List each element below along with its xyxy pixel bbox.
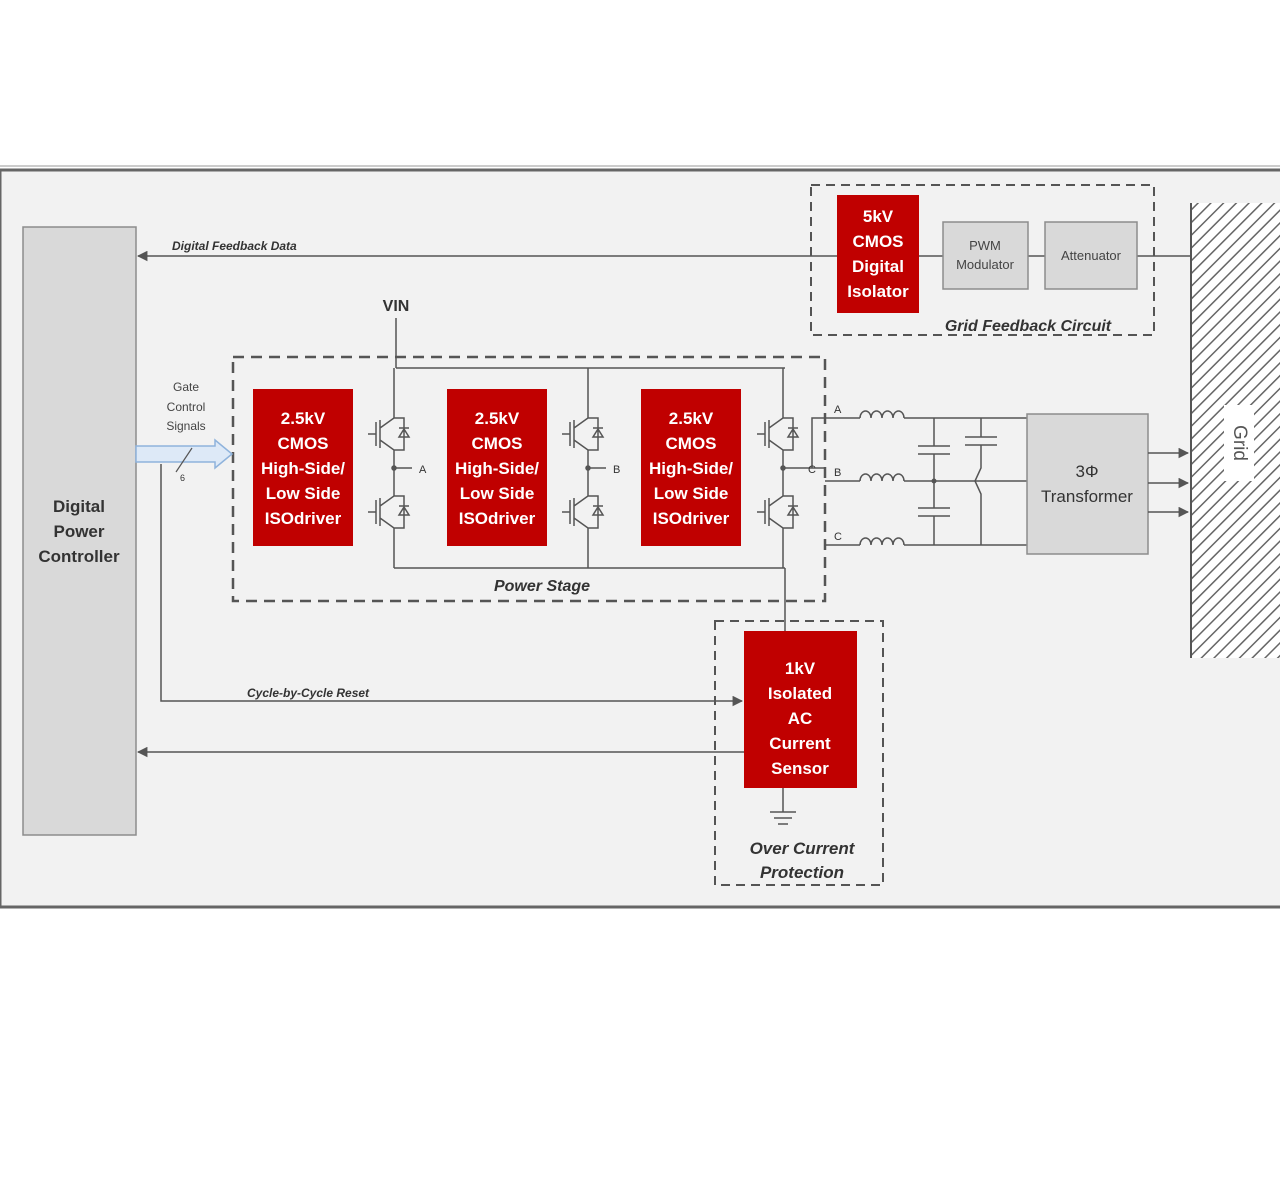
isodriver-b: 2.5kV CMOS High-Side/ Low Side ISOdriver bbox=[447, 389, 547, 546]
bus-slash bbox=[175, 447, 193, 473]
transformer-to-grid-lines bbox=[1148, 447, 1190, 518]
sensor-line-4: Current bbox=[769, 734, 831, 753]
ocp-label-2: Protection bbox=[760, 863, 844, 882]
transformer-line-2: Transformer bbox=[1041, 487, 1133, 506]
inductor-b-icon bbox=[859, 473, 905, 482]
driver-b-line-3: High-Side/ bbox=[455, 459, 539, 478]
controller-label-1: Digital bbox=[53, 497, 105, 516]
driver-b-line-4: Low Side bbox=[460, 484, 535, 503]
digital-power-controller: Digital Power Controller bbox=[22, 226, 137, 836]
grid-label: Grid bbox=[1229, 425, 1250, 461]
driver-a-line-1: 2.5kV bbox=[281, 409, 326, 428]
leg-b-node bbox=[585, 465, 591, 471]
phase-b-node-label: B bbox=[613, 464, 620, 476]
filter-phase-c-label: C bbox=[834, 531, 842, 543]
driver-a-line-2: CMOS bbox=[278, 434, 329, 453]
sensor-line-1: 1kV bbox=[785, 659, 816, 678]
driver-b-line-5: ISOdriver bbox=[459, 509, 536, 528]
cycle-reset-label: Cycle-by-Cycle Reset bbox=[247, 686, 370, 700]
gate-control-bus-arrow bbox=[135, 438, 234, 470]
bus-width-label: 6 bbox=[180, 473, 185, 483]
three-phase-transformer: 3Φ Transformer bbox=[1026, 413, 1149, 555]
vin-label: VIN bbox=[383, 298, 410, 315]
current-sensor-block bbox=[744, 631, 857, 788]
ocp-label-1: Over Current bbox=[750, 839, 856, 858]
controller-label-3: Controller bbox=[38, 547, 120, 566]
digital-isolator-block bbox=[837, 195, 919, 313]
gate-control-label-1: Gate bbox=[173, 380, 199, 394]
igbt-half-bridges bbox=[368, 368, 825, 568]
grid: Grid bbox=[1190, 203, 1280, 658]
gate-control-label-3: Signals bbox=[166, 419, 205, 433]
controller-label-2: Power bbox=[53, 522, 104, 541]
isolator-line-3: Digital bbox=[852, 257, 904, 276]
phase-a-bus-wire bbox=[811, 417, 825, 468]
isodriver-c: 2.5kV CMOS High-Side/ Low Side ISOdriver bbox=[641, 389, 741, 546]
driver-c-line-2: CMOS bbox=[666, 434, 717, 453]
power-stage-frame bbox=[231, 355, 827, 603]
driver-c-line-5: ISOdriver bbox=[653, 509, 730, 528]
driver-c-line-4: Low Side bbox=[654, 484, 729, 503]
phase-a-node-label: A bbox=[419, 464, 427, 476]
grid-feedback-label: Grid Feedback Circuit bbox=[945, 318, 1112, 335]
driver-c-line-1: 2.5kV bbox=[669, 409, 714, 428]
attenuator-block bbox=[1044, 221, 1138, 290]
pwm-modulator-block bbox=[942, 221, 1029, 290]
capacitor-bank-2-icon bbox=[965, 418, 997, 545]
driver-a-line-3: High-Side/ bbox=[261, 459, 345, 478]
driver-b-line-2: CMOS bbox=[472, 434, 523, 453]
inductor-a-icon bbox=[859, 410, 905, 419]
igbt-a-high-icon bbox=[368, 410, 411, 458]
driver-b-line-1: 2.5kV bbox=[475, 409, 520, 428]
driver-a-line-5: ISOdriver bbox=[265, 509, 342, 528]
power-stage-label: Power Stage bbox=[494, 578, 590, 595]
attenuator-label: Attenuator bbox=[1061, 248, 1122, 263]
igbt-b-low-icon bbox=[562, 488, 605, 536]
leg-a-node bbox=[391, 465, 397, 471]
igbt-c-high-icon bbox=[757, 410, 800, 458]
driver-c-line-3: High-Side/ bbox=[649, 459, 733, 478]
sensor-line-2: Isolated bbox=[768, 684, 832, 703]
phase-c-node-label: C bbox=[808, 464, 816, 476]
cycle-reset-line bbox=[160, 464, 744, 707]
ground-icon bbox=[770, 788, 796, 825]
filter-node bbox=[931, 478, 937, 484]
sensor-line-3: AC bbox=[788, 709, 813, 728]
igbt-a-low-icon bbox=[368, 488, 411, 536]
grid-feedback-circuit: 5kV CMOS Digital Isolator PWM Modulator … bbox=[810, 184, 1155, 336]
pwm-line-1: PWM bbox=[969, 238, 1001, 253]
digital-feedback-label: Digital Feedback Data bbox=[172, 239, 297, 253]
isolator-line-4: Isolator bbox=[847, 282, 909, 301]
leg-c-node bbox=[780, 465, 786, 471]
sensor-line-5: Sensor bbox=[771, 759, 829, 778]
transformer-line-1: 3Φ bbox=[1075, 462, 1098, 481]
igbt-b-high-icon bbox=[562, 410, 605, 458]
igbt-c-low-icon bbox=[757, 488, 800, 536]
filter-phase-b-label: B bbox=[834, 467, 841, 479]
output-filter bbox=[825, 410, 1027, 546]
filter-phase-a-label: A bbox=[834, 404, 842, 416]
isodriver-a: 2.5kV CMOS High-Side/ Low Side ISOdriver bbox=[253, 389, 353, 546]
over-current-protection: 1kV Isolated AC Current Sensor Over Curr… bbox=[714, 568, 884, 886]
driver-a-line-4: Low Side bbox=[266, 484, 341, 503]
inductor-c-icon bbox=[859, 537, 905, 546]
gate-control-label-2: Control bbox=[167, 400, 206, 414]
isolator-line-1: 5kV bbox=[863, 207, 894, 226]
isolator-line-2: CMOS bbox=[853, 232, 904, 251]
pwm-line-2: Modulator bbox=[956, 257, 1014, 272]
